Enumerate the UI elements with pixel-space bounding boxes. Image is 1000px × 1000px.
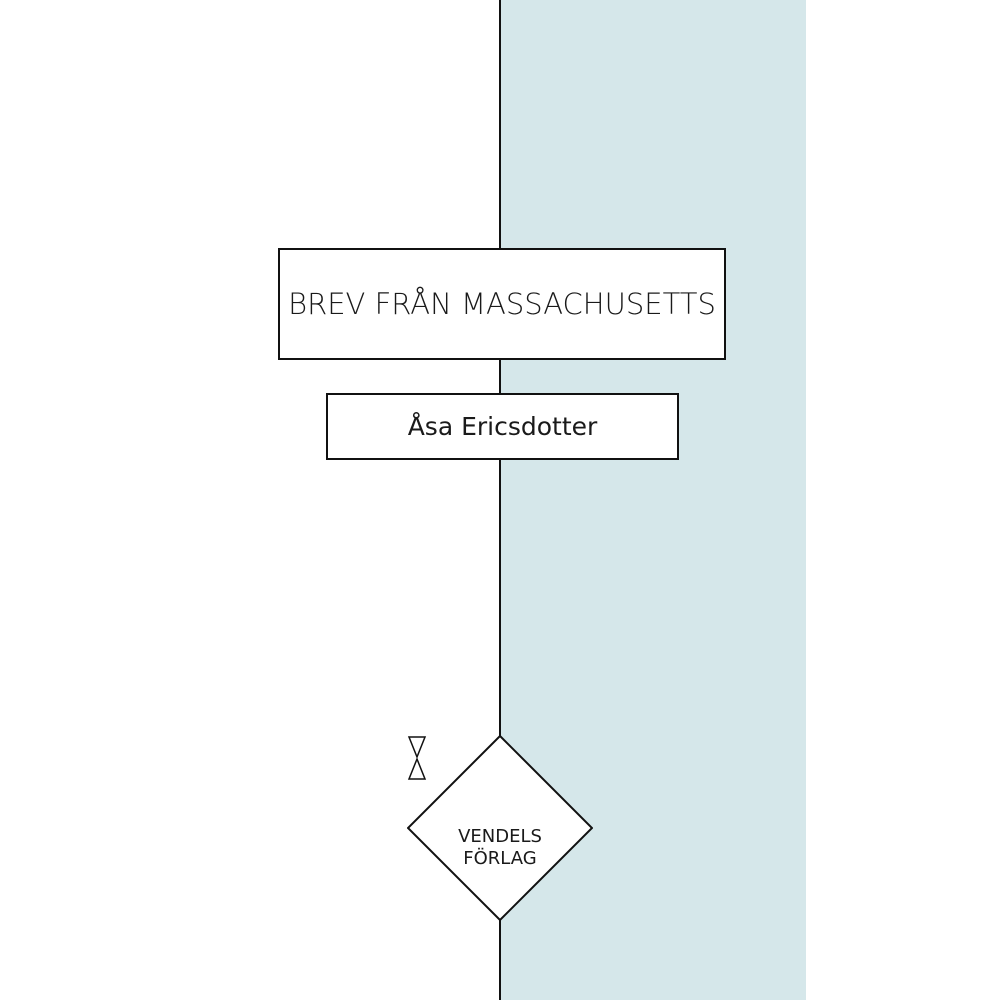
- author-box: Åsa Ericsdotter: [326, 393, 679, 460]
- publisher-name-line-2: FÖRLAG: [463, 848, 537, 869]
- book-author: Åsa Ericsdotter: [407, 412, 598, 441]
- book-title: BREV FRÅN MASSACHUSETTS: [288, 287, 716, 321]
- title-box: BREV FRÅN MASSACHUSETTS: [278, 248, 726, 360]
- vertical-divider-line: [499, 0, 501, 1000]
- publisher-logo: VENDELS FÖRLAG: [407, 735, 593, 921]
- hourglass-icon: [407, 736, 427, 780]
- publisher-name-line-1: VENDELS: [458, 826, 542, 847]
- diamond-frame: [407, 735, 593, 921]
